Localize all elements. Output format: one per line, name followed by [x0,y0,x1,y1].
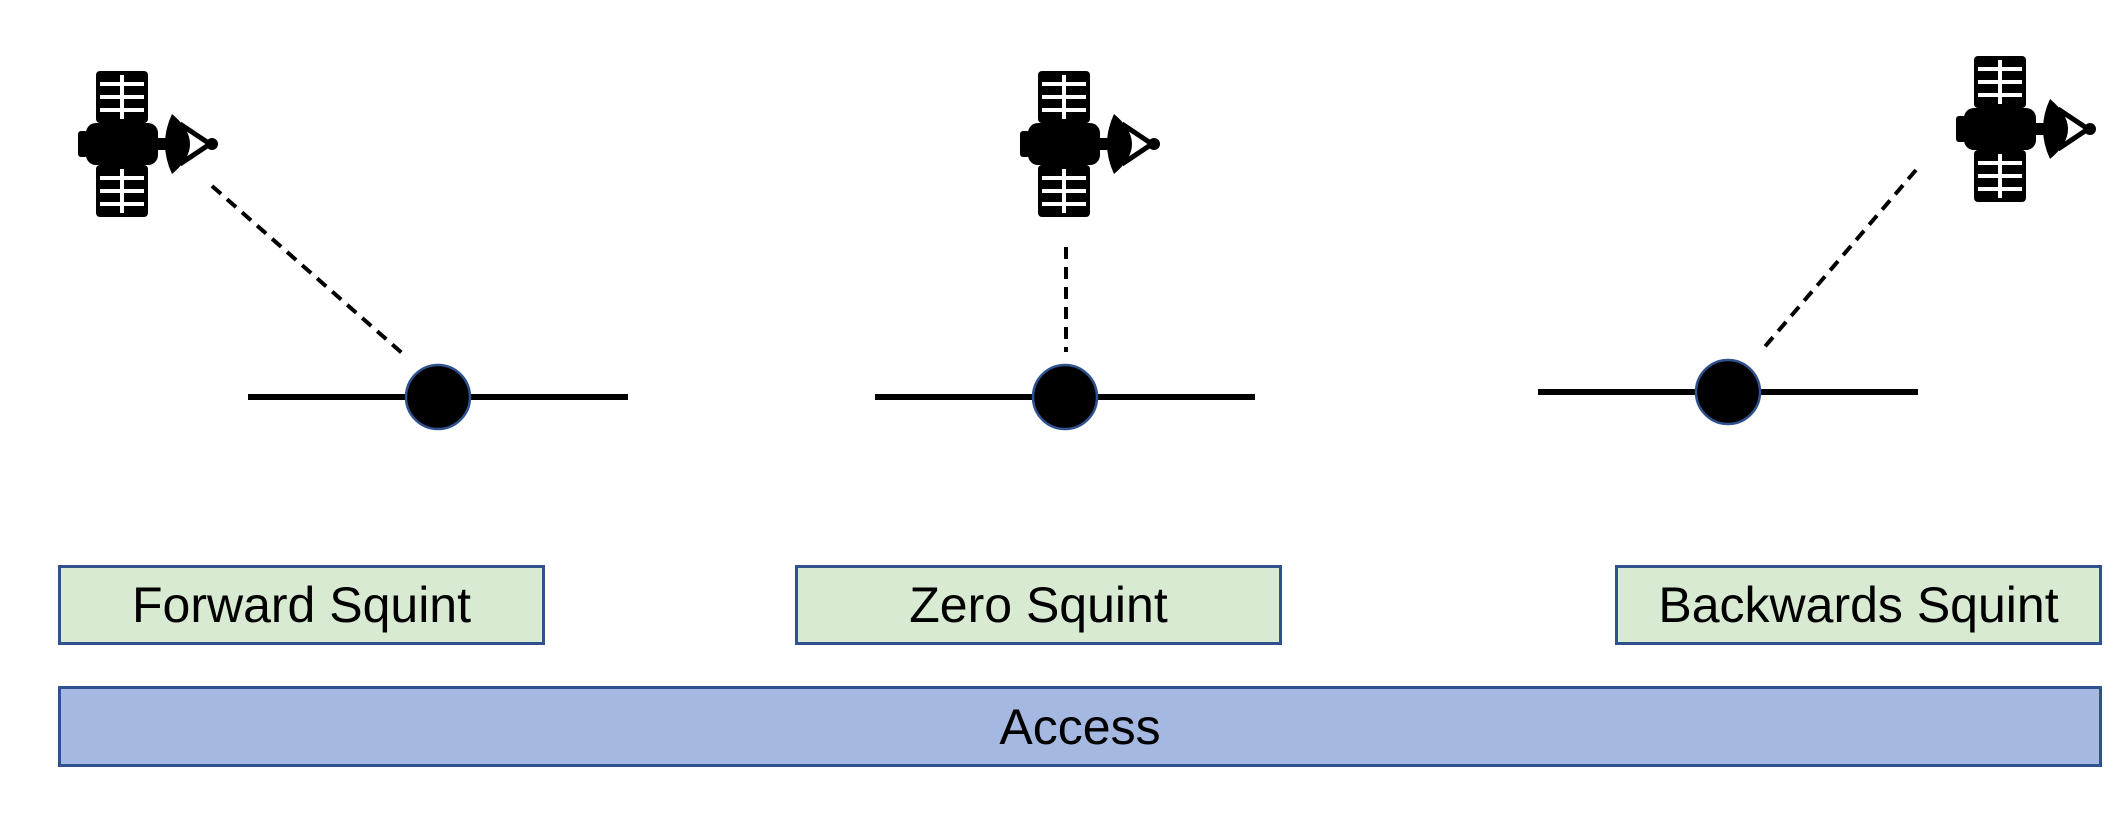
target-point [1694,358,1762,426]
backwards-squint-scene [1538,56,2096,426]
line-of-sight [1760,168,1918,352]
backwards-squint-label: Backwards Squint [1615,565,2102,645]
target-point [404,363,472,431]
satellite-icon [78,71,218,217]
zero-squint-label: Zero Squint [795,565,1282,645]
target-point [1031,363,1099,431]
zero-squint-scene [875,71,1255,431]
satellite-icon [1956,56,2096,202]
satellite-icon [1020,71,1160,217]
forward-squint-scene [78,71,628,431]
forward-squint-label: Forward Squint [58,565,545,645]
line-of-sight [210,184,404,355]
access-bar: Access [58,686,2102,767]
